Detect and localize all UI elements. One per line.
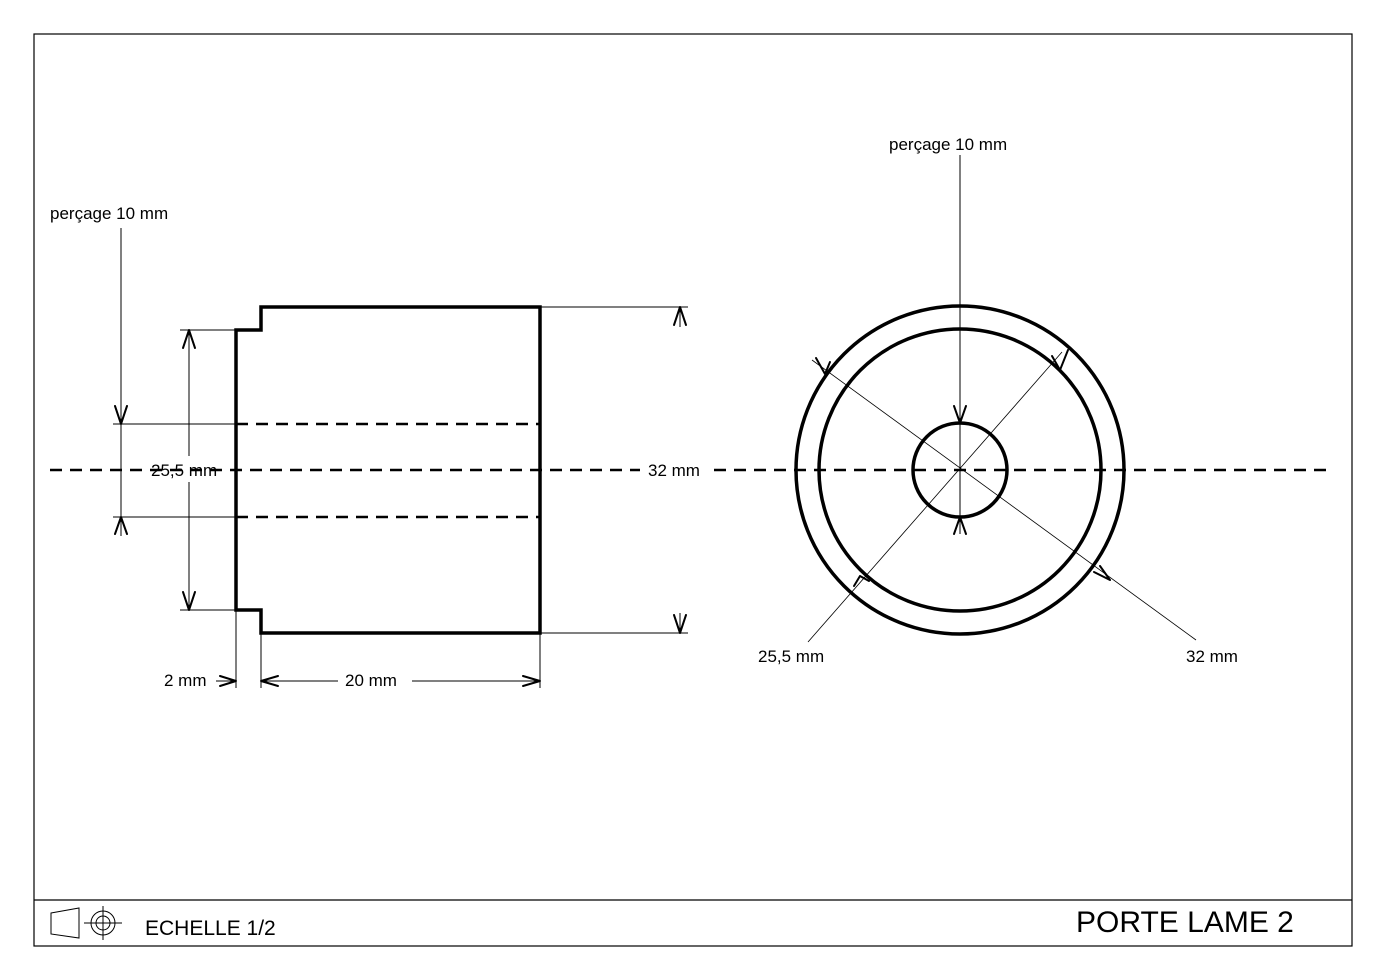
length-dim-arrow-right: [522, 675, 541, 687]
drawing-title: PORTE LAME 2: [1076, 906, 1294, 939]
length-dim-arrow-left: [260, 675, 279, 687]
inner-diam-leader: [807, 351, 1063, 643]
side-small-diameter-label: 25,5 mm: [151, 461, 217, 480]
front-inner-diameter-label: 25,5 mm: [758, 647, 824, 666]
outer-diam-arrow-top: [815, 357, 831, 375]
side-length-label: 20 mm: [345, 671, 397, 690]
small-diam-arrow-top: [182, 329, 196, 349]
side-shoulder-label: 2 mm: [164, 671, 207, 690]
side-drill-label: perçage 10 mm: [50, 204, 168, 223]
outer-diam-leader: [811, 359, 1197, 641]
first-angle-projection-icon: [50, 906, 122, 940]
scale-label: ECHELLE 1/2: [145, 917, 276, 940]
side-large-diameter-label: 32 mm: [648, 461, 700, 480]
front-view: perçage 10 mm 25,5 mm 32 mm: [758, 135, 1238, 666]
inner-diam-arrow-top: [1051, 349, 1069, 371]
drawing-frame: [33, 33, 1353, 947]
outer-diam-arrow-bottom: [1093, 565, 1111, 581]
side-view: perçage 10 mm 25,5 mm 2 mm 20 mm: [50, 204, 688, 690]
inner-diam-arrow-bottom: [853, 575, 870, 587]
front-drill-label: perçage 10 mm: [889, 135, 1007, 154]
shoulder-dim-arrow: [219, 675, 237, 687]
small-diam-arrow-bottom: [182, 591, 196, 611]
front-drill-arrow-bottom: [953, 516, 967, 535]
title-block: ECHELLE 1/2 PORTE LAME 2: [50, 906, 1294, 940]
front-drill-arrow-top: [953, 405, 967, 424]
front-outer-diameter-label: 32 mm: [1186, 647, 1238, 666]
